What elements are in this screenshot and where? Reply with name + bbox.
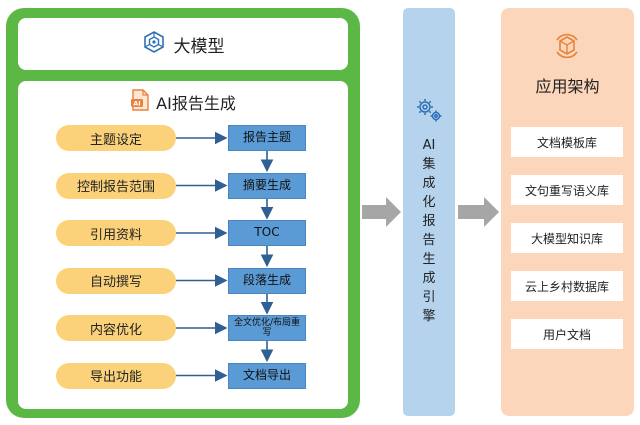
report-header: AI AI报告生成 [18, 89, 348, 115]
engine-label-char: 报 [422, 214, 436, 229]
engine-label-char: 集 [422, 157, 436, 172]
step-input-3: 引用资料 [56, 220, 176, 246]
llm-title: 大模型 [173, 36, 225, 57]
network-cube-icon [142, 30, 166, 58]
step-input-6: 导出功能 [56, 362, 176, 389]
step-output-4: 段落生成 [228, 267, 306, 294]
app-item-4: 云上乡村数据库 [511, 271, 623, 301]
app-item-1: 文档模板库 [511, 127, 623, 157]
big-arrow-to-engine [362, 197, 401, 227]
step-input-1: 主题设定 [56, 125, 176, 151]
step-input-4: 自动撰写 [56, 267, 176, 294]
step-input-5: 内容优化 [56, 315, 176, 341]
app-panel: 应用架构 文档模板库文句重写语义库大模型知识库云上乡村数据库用户文档 [501, 8, 634, 416]
llm-box: 大模型 [18, 18, 348, 70]
engine-label-char: 告 [422, 233, 436, 248]
engine-label-char: 成 [422, 271, 436, 286]
engine-label-char: AI [422, 138, 436, 153]
flow-connectors [176, 131, 274, 382]
step-output-3: TOC [228, 220, 306, 246]
engine-label-char: 成 [422, 176, 436, 191]
step-output-6: 文档导出 [228, 362, 306, 389]
step-output-2: 摘要生成 [228, 172, 306, 199]
app-item-5: 用户文档 [511, 319, 623, 349]
big-arrow-to-app [458, 197, 499, 227]
engine-label-char: 化 [422, 195, 436, 210]
app-title: 应用架构 [535, 77, 600, 96]
app-item-2: 文句重写语义库 [511, 175, 623, 205]
step-output-1: 报告主题 [228, 125, 306, 151]
svg-text:AI: AI [133, 100, 140, 108]
gears-icon [414, 96, 444, 128]
cube-icon [551, 30, 583, 66]
ai-document-icon: AI [130, 89, 150, 115]
engine-label-char: 引 [422, 290, 436, 305]
engine-label-char: 擎 [422, 309, 436, 324]
left-panel: 大模型 AI AI报告生成 主题设定报告主题控制报告范围摘 [6, 8, 360, 418]
step-input-2: 控制报告范围 [56, 172, 176, 199]
report-title: AI报告生成 [156, 94, 236, 113]
report-panel: AI AI报告生成 主题设定 报告主题控制报告范围 摘要生成引用资料 TOC 自动撰写 段… [18, 81, 348, 409]
engine-label-char: 生 [422, 252, 436, 267]
app-item-3: 大模型知识库 [511, 223, 623, 253]
step-output-5: 全文优化/布局重写 [228, 315, 306, 341]
